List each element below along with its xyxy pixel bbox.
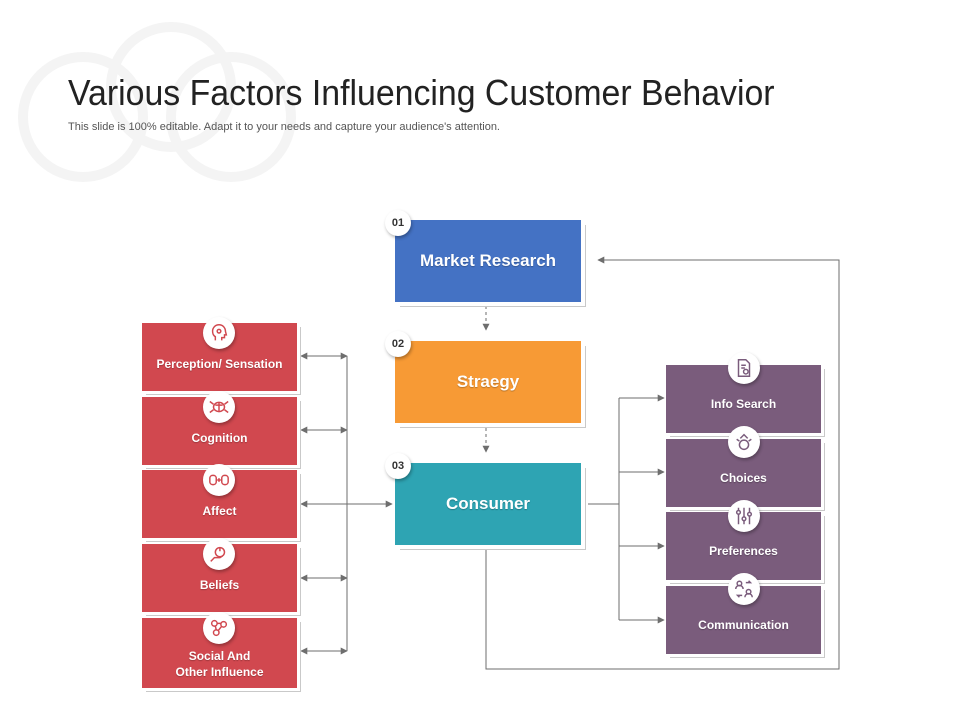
feedback-loop (485, 256, 840, 670)
strategy-card[interactable]: Straegy (395, 341, 581, 423)
step-badge-02: 02 (385, 331, 411, 357)
consumer-label: Consumer (445, 494, 531, 513)
step-badge-03: 03 (385, 453, 411, 479)
perception-label: Perception/ Sensation (156, 357, 283, 371)
decorative-circle-right (166, 52, 296, 182)
hand-power-icon (203, 538, 235, 570)
preferences-label: Preferences (709, 544, 778, 558)
market-research-label: Market Research (419, 251, 557, 270)
brain-circuit-icon (203, 391, 235, 423)
page-title: Various Factors Influencing Customer Beh… (68, 72, 775, 113)
info-search-label: Info Search (710, 397, 777, 411)
choices-label: Choices (720, 471, 767, 485)
ring-choice-icon (728, 426, 760, 458)
consumer-card[interactable]: Consumer (395, 463, 581, 545)
beliefs-label: Beliefs (199, 578, 240, 592)
communication-label: Communication (698, 618, 789, 632)
page-subtitle: This slide is 100% editable. Adapt it to… (68, 121, 500, 133)
cognition-label: Cognition (191, 431, 248, 445)
people-exchange-icon (728, 573, 760, 605)
network-nodes-icon (203, 612, 235, 644)
market-research-card[interactable]: Market Research (395, 220, 581, 302)
social-influence-label: Social And Other Influence (175, 649, 264, 679)
sliders-icon (728, 500, 760, 532)
head-profile-icon (203, 317, 235, 349)
affect-label: Affect (202, 504, 237, 518)
step-badge-01: 01 (385, 210, 411, 236)
document-search-icon (728, 352, 760, 384)
info-search-card[interactable]: Info Search (666, 365, 821, 433)
strategy-label: Straegy (456, 372, 520, 391)
heads-exchange-icon (203, 464, 235, 496)
